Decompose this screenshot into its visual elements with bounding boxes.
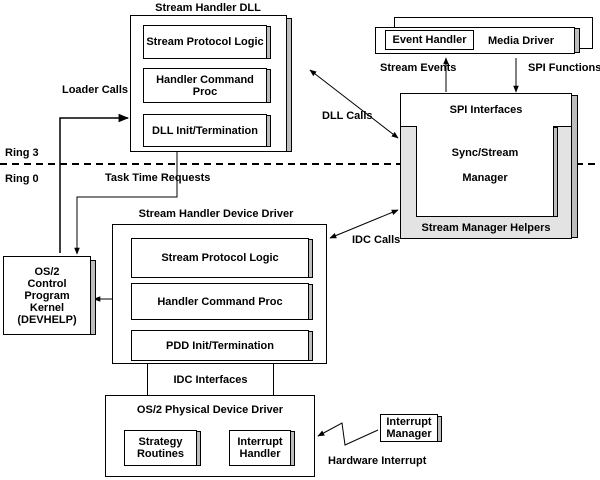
kernel-line: Program xyxy=(24,289,70,302)
hardware-interrupt-label: Hardware Interrupt xyxy=(328,455,427,467)
loader-calls-arrow xyxy=(59,113,130,253)
manager-label: Manager xyxy=(462,172,508,184)
loader-calls-label: Loader Calls xyxy=(61,84,129,96)
kernel-line: (DEVHELP) xyxy=(17,313,77,326)
event-handler: Event Handler xyxy=(385,30,474,50)
kernel-line: Control xyxy=(27,277,67,290)
spi-interfaces: SPI Interfaces xyxy=(400,93,572,127)
dd-module-handler-command: Handler Command Proc xyxy=(131,283,309,320)
task-time-requests-arrow xyxy=(74,149,178,255)
dll-module-init: DLL Init/Termination xyxy=(143,114,267,147)
device-driver-title: Stream Handler Device Driver xyxy=(138,208,294,220)
sync-stream-manager xyxy=(416,126,554,217)
dd-module-pdd-init: PDD Init/Termination xyxy=(131,330,309,361)
dll-module-stream-protocol: Stream Protocol Logic xyxy=(143,25,267,59)
sm-shade xyxy=(571,95,578,238)
idc-calls-arrow xyxy=(329,209,399,239)
dll-module-handler-command: Handler Command Proc xyxy=(143,68,267,103)
dll-calls-label: DLL Calls xyxy=(322,110,373,122)
task-time-requests-label: Task Time Requests xyxy=(105,172,211,184)
hardware-interrupt-arrow xyxy=(317,422,379,446)
interrupt-manager: Interrupt Manager xyxy=(380,414,438,442)
dd-module-stream-protocol: Stream Protocol Logic xyxy=(131,238,309,278)
strategy-routines: Strategy Routines xyxy=(124,430,197,466)
kernel-line: Kernel xyxy=(29,301,65,314)
idc-interfaces: IDC Interfaces xyxy=(147,363,274,396)
ring-0-label: Ring 0 xyxy=(5,173,39,185)
stream-events-label: Stream Events xyxy=(380,62,457,74)
kernel-line: OS/2 xyxy=(34,265,60,278)
sync-stream-label: Sync/Stream xyxy=(451,147,519,159)
idc-calls-label: IDC Calls xyxy=(352,234,401,246)
os2-kernel: OS/2 Control Program Kernel (DEVHELP) xyxy=(3,256,91,335)
dll-calls-arrow xyxy=(309,69,399,139)
dll-title: Stream Handler DLL xyxy=(155,2,261,14)
interrupt-handler: Interrupt Handler xyxy=(229,430,291,466)
spi-functions-label: SPI Functions xyxy=(528,62,600,74)
ring-3-label: Ring 3 xyxy=(5,147,39,159)
